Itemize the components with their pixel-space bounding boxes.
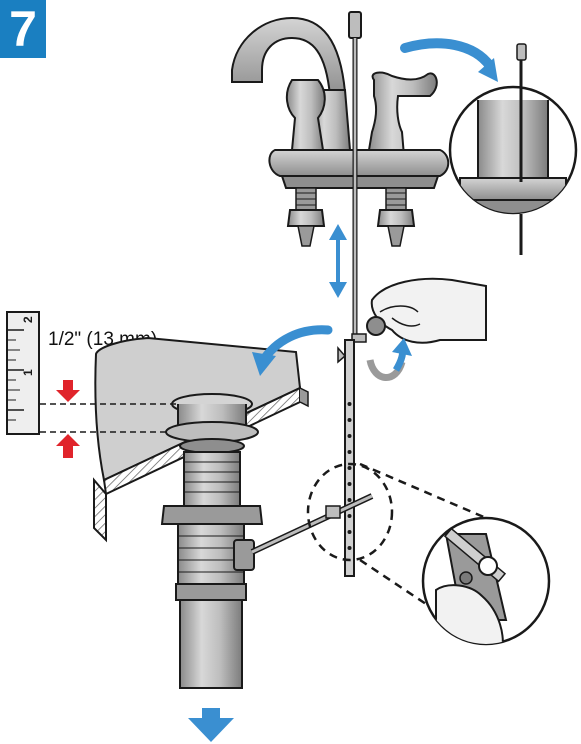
drain-nut: [160, 505, 264, 525]
rotate-arrow-icon: [366, 338, 412, 381]
faucet-spout: [231, 16, 347, 98]
ruler-mark-2: 2: [21, 316, 35, 323]
tailpiece: [179, 599, 243, 689]
detail-marker: [306, 462, 394, 562]
faucet-right-handle: [366, 71, 438, 157]
faucet: [231, 11, 450, 247]
down-arrow-icon: [188, 708, 234, 742]
faucet-left-handle: [285, 79, 326, 151]
right-shank: [376, 187, 416, 247]
hand-icon: [351, 277, 487, 344]
red-arrow-up-icon: [56, 434, 80, 458]
detail-circle-lift-rod: [448, 43, 578, 255]
left-shank: [286, 187, 326, 247]
ruler-mark-1: 1: [21, 369, 35, 376]
pivot-rod: [250, 493, 374, 555]
faucet-base-plate: [268, 149, 450, 177]
step-number-badge: 7: [0, 0, 46, 58]
double-arrow-icon: [329, 224, 347, 298]
drain-assembly: [160, 393, 264, 689]
transfer-arrow-icon: [400, 38, 495, 71]
clevis-strap: [337, 339, 355, 577]
ruler: 2 1: [6, 311, 40, 435]
detail-circle-clip: [421, 516, 551, 646]
red-arrow-down-icon: [56, 380, 80, 402]
lift-rod-knob: [348, 11, 362, 39]
clevis-screw: [366, 316, 386, 336]
